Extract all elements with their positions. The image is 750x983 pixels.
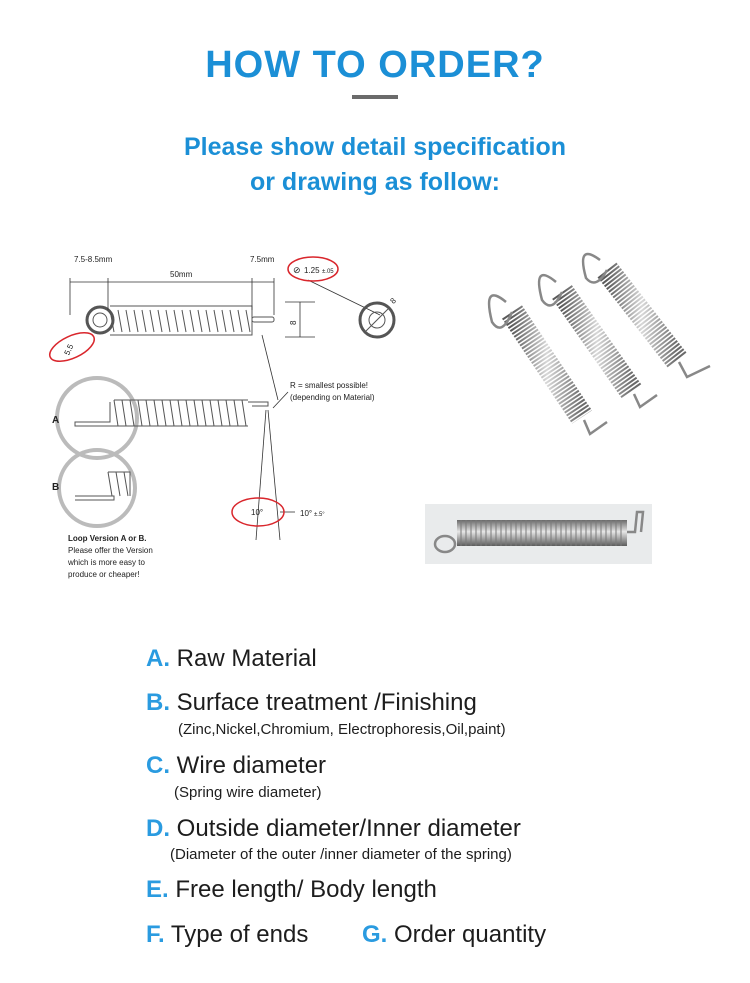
version-b-spring [75,471,131,501]
loop-note-line-1: Please offer the Version [68,546,153,555]
version-b-label: B [52,482,59,493]
dim-loop-label: 7.5-8.5mm [74,255,113,264]
page-title: HOW TO ORDER? [205,44,545,86]
angle-tolerance: ±.5° [314,512,325,518]
subtitle-line-2: or drawing as follow: [249,168,500,196]
item-text: Wire diameter [176,752,327,779]
item-text: Order quantity [394,921,547,948]
item-letter: G. [362,921,388,948]
dim-end-label: 7.5mm [250,255,275,264]
loop-note-line-3: produce or cheaper! [68,570,140,579]
version-a-spring [74,399,269,427]
single-spring-photo [425,504,652,564]
title-underline [352,95,398,99]
version-b-circle [57,448,137,528]
version-a-label: A [52,415,59,426]
item-text: Surface treatment /Finishing [176,689,477,716]
item-letter: E. [146,876,169,903]
spring-loop [433,534,457,554]
loop-tolerance-highlight [49,332,95,362]
end-view [358,301,396,339]
item-text: Type of ends [170,921,309,948]
dim-loop-tolerance: 5.5 [62,342,75,356]
item-outside-diameter-note: (Diameter of the outer /inner diameter o… [170,846,512,863]
spring-3 [581,252,711,379]
dim-wire-tolerance: ±.05 [322,269,334,275]
item-surface-treatment: B. Surface treatment /Finishing [146,689,477,717]
spring-technical-drawing: 7.5-8.5mm 50mm 7.5mm ⊘ 1.25 ±.05 8 8 5.5… [49,255,398,579]
item-letter: D. [146,815,170,842]
angle-inner-label: 10° [251,508,263,517]
wire-diameter-symbol: ⊘ [293,265,301,275]
radius-note-1: R = smallest possible! [290,381,368,390]
spring-2 [537,273,658,409]
loop-note-title: Loop Version A or B. [68,534,147,543]
spring-1 [487,294,608,436]
item-raw-material: A. Raw Material [146,645,317,673]
angle-highlight [231,497,285,527]
item-wire-diameter-note: (Spring wire diameter) [174,784,322,801]
item-letter: C. [146,752,170,779]
item-free-length: E. Free length/ Body length [146,876,437,904]
item-type-of-ends: F. Type of ends [146,921,308,949]
item-text: Free length/ Body length [175,876,437,903]
dim-wire-label: 1.25 [304,266,320,275]
item-letter: B. [146,689,170,716]
subtitle-line-1: Please show detail specification [183,133,567,161]
version-a-circle [55,376,139,460]
item-text: Outside diameter/Inner diameter [176,815,521,842]
dim-body-label: 50mm [170,270,193,279]
spring-body [457,520,627,546]
item-letter: A. [146,645,170,672]
item-text: Raw Material [176,645,317,672]
item-order-quantity: G. Order quantity [362,921,546,949]
item-surface-treatment-note: (Zinc,Nickel,Chromium, Electrophoresis,O… [178,721,506,738]
item-wire-diameter: C. Wire diameter [146,752,326,780]
dim-od-label: 8 [289,320,298,325]
dim-side-label: 8 [388,296,398,306]
loop-note-line-2: which is more easy to [67,558,145,567]
top-spring [85,305,275,336]
angle-outer-label: 10° [300,509,312,518]
springs-photo [487,252,711,436]
item-letter: F. [146,921,165,948]
spring-hook [627,510,645,534]
item-outside-diameter: D. Outside diameter/Inner diameter [146,815,521,843]
wire-diameter-highlight [287,256,339,282]
radius-note-2: (depending on Material) [290,393,375,402]
